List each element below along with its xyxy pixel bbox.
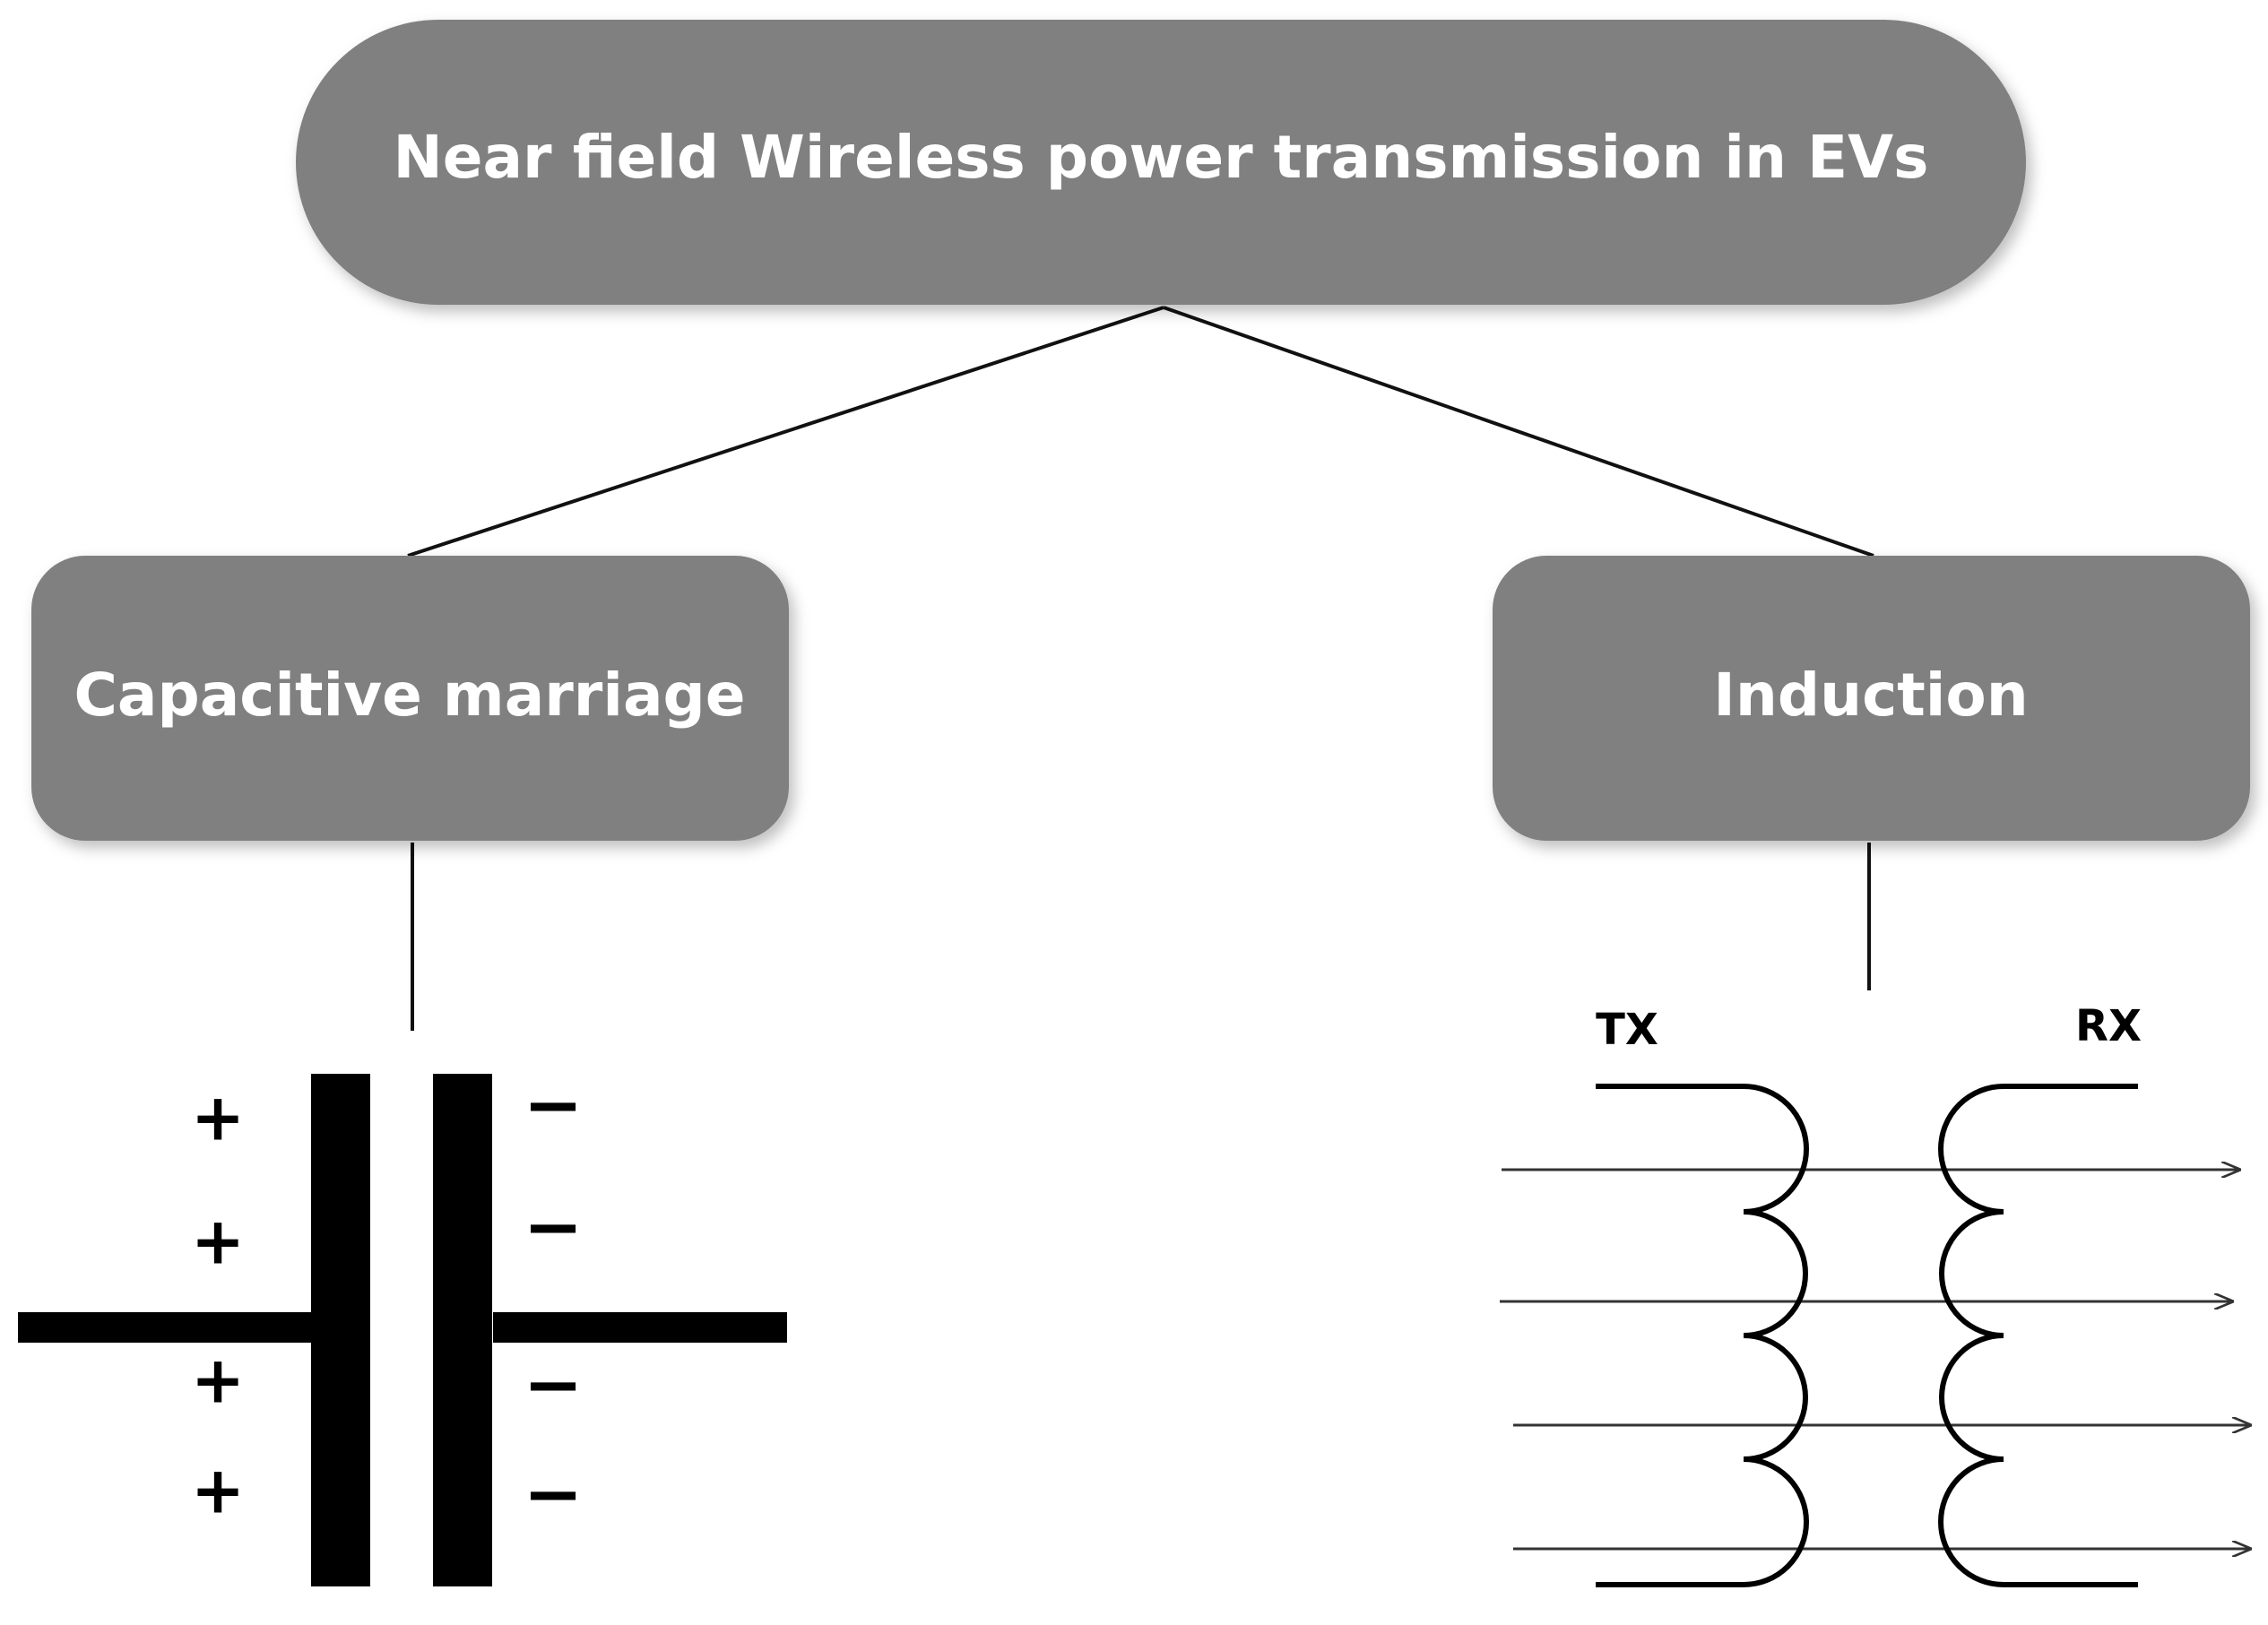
induction-node: Induction	[1493, 556, 2250, 841]
positive-sign: +	[191, 1453, 245, 1528]
root-node-box	[296, 20, 2026, 305]
magnetic-field-lines	[1500, 1170, 2250, 1549]
capacitor-positive-plate	[311, 1074, 370, 1586]
negative-sign: −	[523, 1185, 583, 1268]
capacitor-symbol: + + + + − − − −	[18, 1063, 787, 1586]
capacitor-negative-plate	[433, 1074, 492, 1586]
tx-coil	[1596, 1084, 1809, 1587]
positive-sign: +	[191, 1080, 245, 1155]
root-node: Near field Wireless power transmission i…	[296, 20, 2026, 305]
positive-sign: +	[191, 1204, 245, 1279]
negative-sign: −	[523, 1452, 583, 1535]
capacitor-right-lead	[493, 1312, 787, 1343]
negative-sign: −	[523, 1063, 583, 1146]
connector-root-to-induction	[1163, 306, 1874, 558]
tree-connectors	[407, 306, 1874, 1031]
positive-sign: +	[191, 1343, 245, 1418]
capacitive-node: Capacitive marriage	[31, 556, 789, 841]
negative-sign: −	[523, 1343, 583, 1426]
root-node-label: Near field Wireless power transmission i…	[394, 123, 1929, 192]
capacitor-left-lead	[18, 1312, 314, 1343]
transformer-symbol: TX RX	[1500, 1001, 2250, 1587]
rx-label: RX	[2075, 1001, 2142, 1051]
tx-label: TX	[1596, 1005, 1658, 1055]
rx-coil	[1938, 1084, 2138, 1587]
capacitive-node-label: Capacitive marriage	[74, 661, 745, 730]
capacitive-node-box	[31, 556, 789, 841]
induction-node-label: Induction	[1713, 661, 2028, 730]
connector-root-to-capacitive	[407, 306, 1164, 558]
induction-node-box	[1493, 556, 2250, 841]
